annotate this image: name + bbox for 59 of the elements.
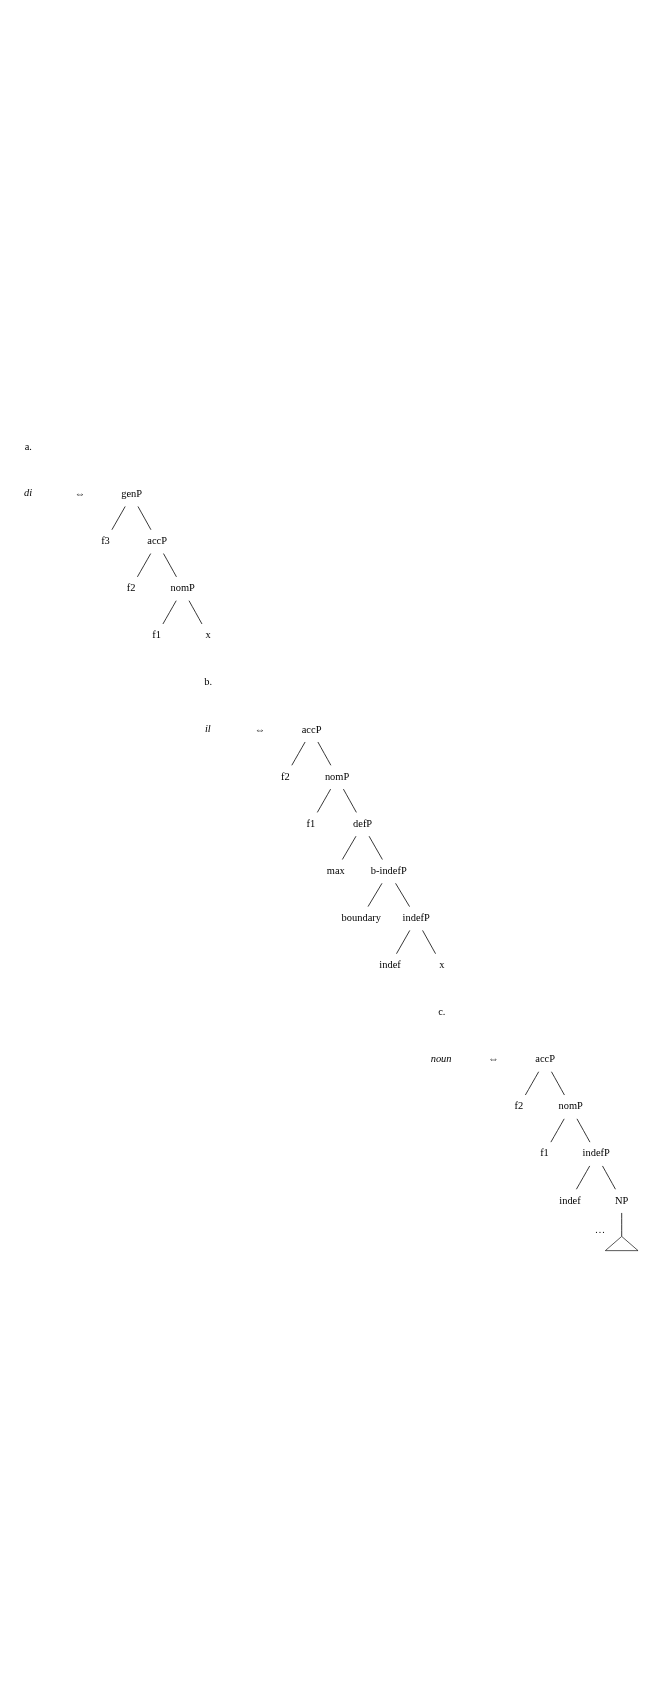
node-text: f1 <box>540 1147 549 1159</box>
label: c. <box>438 1006 446 1018</box>
connector <box>524 1071 540 1096</box>
node-text: f1 <box>152 629 161 641</box>
connector <box>316 788 332 813</box>
node-text: f2 <box>281 770 290 782</box>
connector <box>395 882 410 907</box>
connector <box>576 1165 591 1190</box>
node-text: nomP <box>170 582 195 594</box>
node-text: x <box>439 959 445 971</box>
label: a. <box>24 440 32 452</box>
connector <box>550 1118 565 1143</box>
connector <box>396 930 411 955</box>
node-text: f1 <box>306 817 316 829</box>
connector <box>422 930 436 955</box>
node-text: accP <box>147 535 168 547</box>
label: b. <box>204 676 213 688</box>
node-triangle <box>605 1236 639 1251</box>
node-text: x <box>205 629 211 641</box>
connector <box>602 1165 616 1190</box>
connector <box>137 506 152 531</box>
node-text: indefP <box>582 1147 610 1159</box>
label: noun <box>430 1052 452 1064</box>
node-text: defP <box>353 817 373 829</box>
node-text: nomP <box>558 1100 583 1112</box>
node-text: max <box>326 864 345 876</box>
node-text: f3 <box>101 535 110 547</box>
node-text: boundary <box>341 911 382 923</box>
node-text: accP <box>535 1053 556 1065</box>
connector <box>137 553 152 578</box>
connector <box>551 1071 565 1096</box>
node-text: genP <box>121 487 143 499</box>
connector <box>163 553 177 578</box>
label: il <box>204 722 211 734</box>
connector <box>576 1118 591 1143</box>
connector <box>367 882 383 907</box>
label: ⇔ <box>74 487 86 499</box>
connector <box>341 835 357 860</box>
connector <box>188 600 203 625</box>
connector <box>291 741 306 766</box>
node-text: indefP <box>402 911 430 923</box>
label: ⇔ <box>254 723 266 735</box>
node-text: nomP <box>324 770 350 782</box>
node-text: f2 <box>514 1100 524 1112</box>
connector <box>368 835 383 860</box>
node-text: indef <box>559 1194 581 1206</box>
label: di <box>24 487 33 499</box>
connector <box>343 788 357 813</box>
node-text: accP <box>301 723 322 735</box>
node-text: indef <box>379 959 401 971</box>
node-label: … <box>594 1224 606 1236</box>
label: ⇔ <box>488 1053 499 1065</box>
node-text: NP <box>615 1194 629 1206</box>
node-text: f2 <box>126 582 136 594</box>
connector <box>621 1212 623 1237</box>
connector <box>111 506 126 531</box>
connector <box>317 741 332 766</box>
node-text: b-indefP <box>370 864 407 876</box>
connector <box>162 600 177 625</box>
